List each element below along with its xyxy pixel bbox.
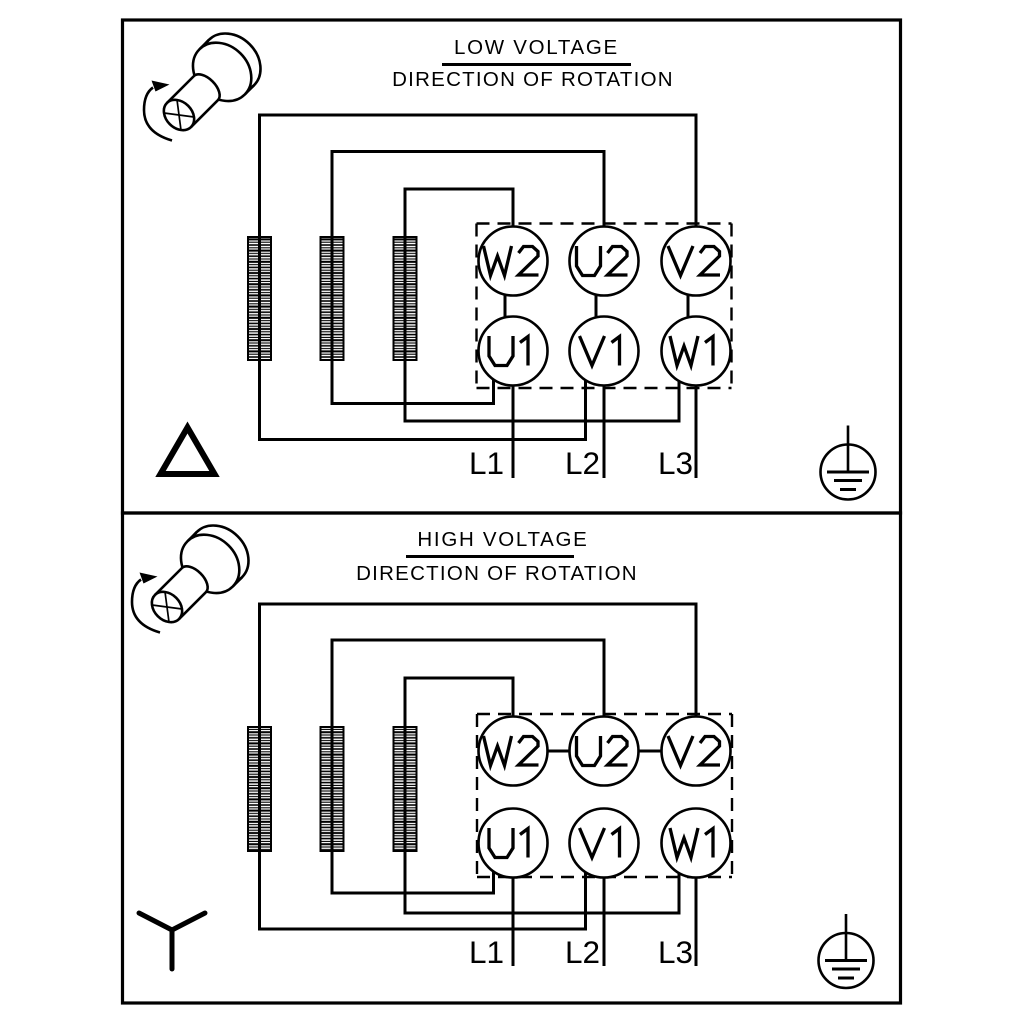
- terminal-label-v2: [666, 244, 722, 280]
- terminal-label-v1: [577, 333, 622, 370]
- terminal-box-outline: [475, 222, 733, 390]
- line-label-l3: L3: [658, 445, 693, 481]
- line-label-l3: L3: [658, 934, 693, 970]
- terminal-label-v1: [577, 825, 622, 862]
- wire-phase-u: [258, 113, 698, 441]
- wire-phase-v: [330, 638, 606, 895]
- line-label-l1: L1: [469, 934, 504, 970]
- wye-symbol-icon: [136, 910, 208, 972]
- terminal-v1: [568, 315, 640, 387]
- terminal-v1: [568, 807, 640, 879]
- terminal-label-w1: [668, 333, 715, 372]
- terminal-v2: [660, 225, 732, 297]
- terminal-label-w2: [481, 244, 540, 282]
- panel-high-voltage: HIGH VOLTAGE DIRECTION OF ROTATION: [120, 511, 903, 1005]
- terminal-v2: [660, 715, 732, 787]
- wire-phase-v: [330, 150, 606, 405]
- terminal-w2: [477, 715, 549, 787]
- terminal-label-u2: [574, 244, 629, 278]
- panel-title: LOW VOLTAGE: [454, 36, 619, 59]
- terminal-label-w1: [668, 825, 715, 864]
- line-label-l1: L1: [469, 445, 504, 481]
- panel-title: HIGH VOLTAGE: [417, 528, 588, 551]
- panel-low-voltage: LOW VOLTAGE DIRECTION OF ROTATION: [120, 18, 903, 515]
- panel-subtitle: DIRECTION OF ROTATION: [392, 68, 674, 91]
- panel-subtitle: DIRECTION OF ROTATION: [356, 562, 638, 585]
- terminal-u2: [568, 225, 640, 297]
- wire-phase-w: [403, 187, 681, 423]
- line-label-l2: L2: [565, 445, 600, 481]
- panel-border: [120, 511, 903, 1005]
- line-label-l2: L2: [565, 934, 600, 970]
- terminal-w2: [477, 225, 549, 297]
- terminal-label-u1: [487, 825, 530, 860]
- terminal-label-u2: [574, 734, 629, 768]
- wire-phase-w: [403, 676, 681, 915]
- terminal-u2: [568, 715, 640, 787]
- terminal-label-u1: [487, 333, 530, 368]
- terminal-label-v2: [666, 734, 722, 770]
- wire-phase-u: [258, 602, 698, 931]
- terminal-label-w2: [481, 734, 540, 772]
- delta-symbol-icon: [155, 421, 220, 477]
